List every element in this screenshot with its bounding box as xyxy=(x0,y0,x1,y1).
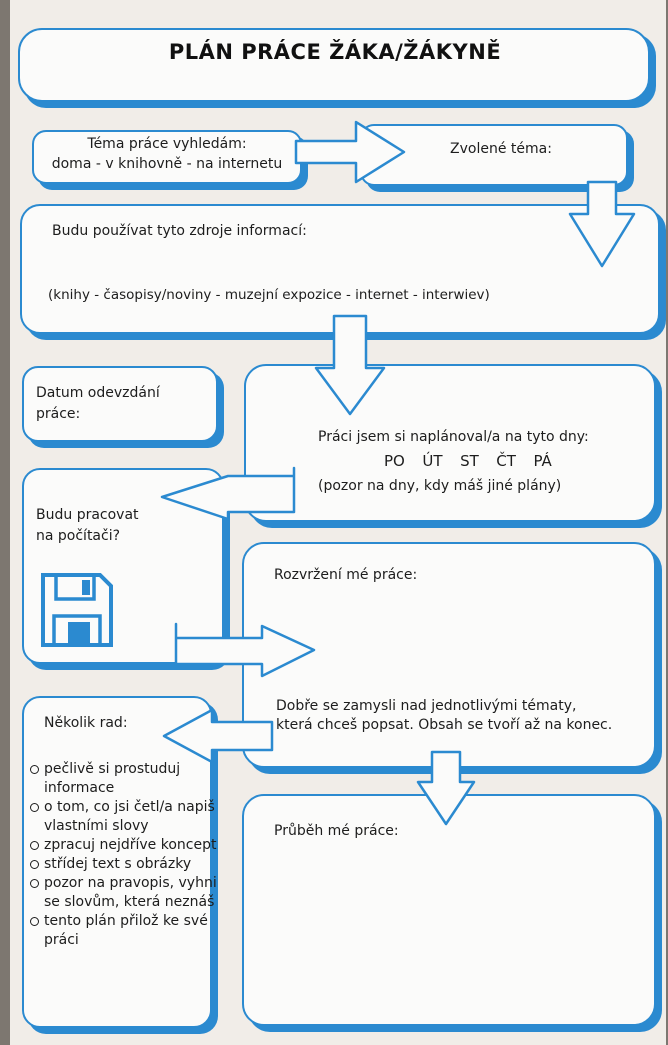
tip-text: zpracuj nejdříve koncept xyxy=(44,837,217,853)
bullet-icon xyxy=(30,803,39,812)
search-topic-box xyxy=(32,130,302,184)
progress-box xyxy=(242,794,656,1026)
tip-text: pozor na pravopis, vyhni se slovům, kter… xyxy=(44,875,217,910)
layout-hint-line2: která chceš popsat. Obsah se tvoří až na… xyxy=(276,717,613,733)
tip-text: o tom, co jsi četl/a napiš vlastními slo… xyxy=(44,799,215,834)
weekday-list: PO ÚT ST ČT PÁ xyxy=(384,452,552,470)
deadline-line2: práce: xyxy=(36,406,81,422)
bullet-icon xyxy=(30,841,39,850)
tip-item: o tom, co jsi četl/a napiš vlastními slo… xyxy=(30,798,222,836)
deadline-line1: Datum odevzdání xyxy=(36,385,160,401)
bullet-icon xyxy=(30,765,39,774)
planned-days-note: (pozor na dny, kdy máš jiné plány) xyxy=(318,478,562,494)
search-topic-line2: doma - v knihovně - na internetu xyxy=(51,156,283,172)
deadline-box xyxy=(22,366,218,442)
planned-days-box xyxy=(244,364,656,522)
sources-options: (knihy - časopisy/noviny - muzejní expoz… xyxy=(48,287,490,303)
tip-item: pečlivě si prostuduj informace xyxy=(30,760,222,798)
page-title: PLÁN PRÁCE ŽÁKA/ŽÁKYNĚ xyxy=(168,40,502,64)
progress-label: Průběh mé práce: xyxy=(274,823,399,839)
computer-line1: Budu pracovat xyxy=(36,507,139,523)
tip-item: pozor na pravopis, vyhni se slovům, kter… xyxy=(30,874,222,912)
tip-item: tento plán přilož ke své práci xyxy=(30,912,222,950)
tip-item: střídej text s obrázky xyxy=(30,855,222,874)
sources-label: Budu používat tyto zdroje informací: xyxy=(52,223,307,239)
layout-of-work-label: Rozvržení mé práce: xyxy=(274,567,418,583)
tip-item: zpracuj nejdříve koncept xyxy=(30,836,222,855)
layout-hint-line1: Dobře se zamysli nad jednotlivými tématy… xyxy=(276,698,577,714)
tip-text: tento plán přilož ke své práci xyxy=(44,913,208,948)
tip-text: pečlivě si prostuduj informace xyxy=(44,761,181,796)
tips-label: Několik rad: xyxy=(44,715,128,731)
planned-days-label: Práci jsem si naplánoval/a na tyto dny: xyxy=(318,429,589,445)
bullet-icon xyxy=(30,879,39,888)
title-banner xyxy=(18,28,650,102)
tip-text: střídej text s obrázky xyxy=(44,856,192,872)
bullet-icon xyxy=(30,860,39,869)
computer-line2: na počítači? xyxy=(36,528,121,544)
sources-box xyxy=(20,204,660,334)
floppy-disk-icon xyxy=(41,573,113,647)
bullet-icon xyxy=(30,917,39,926)
tips-list: pečlivě si prostuduj informace o tom, co… xyxy=(30,760,222,950)
chosen-topic-label: Zvolené téma: xyxy=(450,141,552,157)
search-topic-line1: Téma práce vyhledám: xyxy=(87,136,247,152)
